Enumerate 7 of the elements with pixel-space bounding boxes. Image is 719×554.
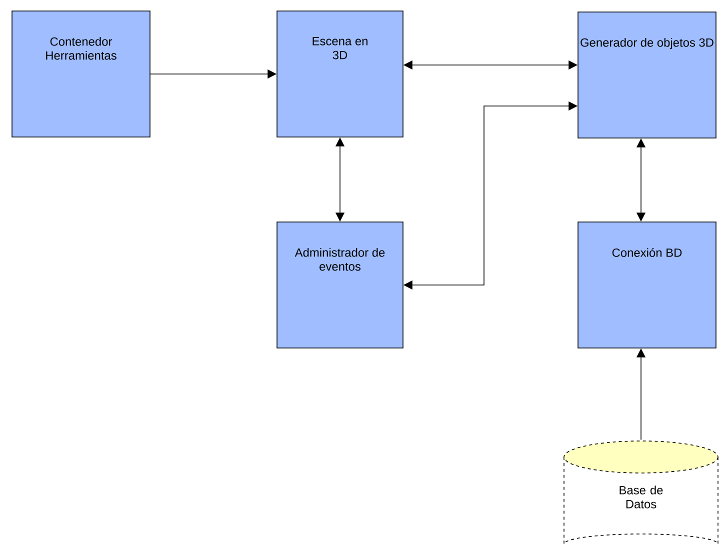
database-cylinder: Base de Datos bbox=[564, 440, 718, 544]
node-label: Base de Datos bbox=[620, 486, 663, 508]
process-box: Administrador de eventos bbox=[276, 222, 404, 348]
process-box: Escena en 3D bbox=[276, 10, 404, 138]
process-box: Conexión BD bbox=[578, 222, 716, 348]
process-box: Contenedor Herramientas bbox=[12, 10, 150, 138]
process-box: Generador de objetos 3D bbox=[578, 12, 716, 138]
